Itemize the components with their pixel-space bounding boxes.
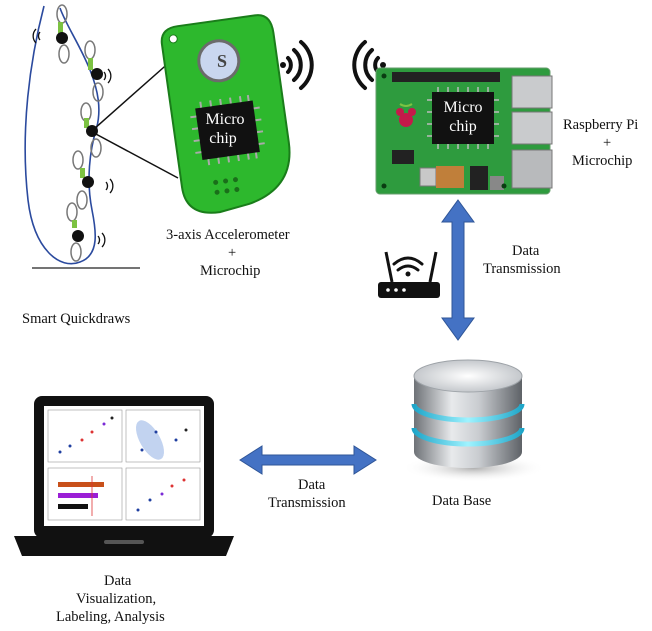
data-transmission-bottom-line1: Data — [298, 477, 326, 493]
data-transmission-bottom-line2: Transmission — [268, 495, 346, 511]
rpi-chip-label-2: chip — [449, 118, 477, 135]
smart-quickdraws-label: Smart Quickdraws — [22, 311, 131, 327]
quickdraw-4 — [72, 150, 94, 210]
database-label: Data Base — [432, 493, 492, 509]
raspberry-pi-label-line1: Raspberry Pi — [563, 117, 639, 133]
accelerometer-label-line2: + — [228, 245, 237, 261]
quickdraw-rope-illustration — [24, 4, 140, 269]
analysis-label-line3: Labeling, Analysis — [56, 609, 165, 625]
quickdraw-5 — [66, 202, 84, 262]
quickdraw-2 — [84, 40, 104, 102]
raspberry-pi-label-line3: Microchip — [572, 153, 633, 169]
raspberry-logo-icon — [396, 103, 416, 127]
database-icon — [402, 359, 546, 482]
accel-chip-label-1: Micro — [205, 111, 244, 128]
accel-logo-text: S — [217, 51, 227, 71]
raspberry-pi-board — [375, 67, 553, 195]
analysis-label-line1: Data — [104, 573, 132, 589]
horizontal-data-arrow — [239, 445, 377, 475]
zoom-line-bottom — [93, 132, 179, 179]
accelerometer-board — [160, 14, 291, 214]
wifi-icon-accelerometer — [280, 40, 314, 90]
data-transmission-top-line1: Data — [512, 243, 540, 259]
accelerometer-label-line3: Microchip — [200, 263, 261, 279]
zoom-line-top — [93, 59, 173, 130]
rpi-chip-label-1: Micro — [443, 99, 482, 116]
laptop-screen-plots — [47, 409, 201, 521]
router-icon — [378, 251, 440, 298]
quickdraw-1 — [56, 4, 70, 64]
accelerometer-label-line1: 3-axis Accelerometer — [166, 227, 290, 243]
vertical-data-arrow — [441, 199, 475, 341]
accel-chip-label-2: chip — [209, 130, 237, 147]
analysis-label-line2: Visualization, — [76, 591, 157, 607]
data-transmission-top-line2: Transmission — [483, 261, 561, 277]
laptop-icon — [14, 396, 234, 556]
raspberry-pi-label-line2: + — [603, 135, 612, 151]
